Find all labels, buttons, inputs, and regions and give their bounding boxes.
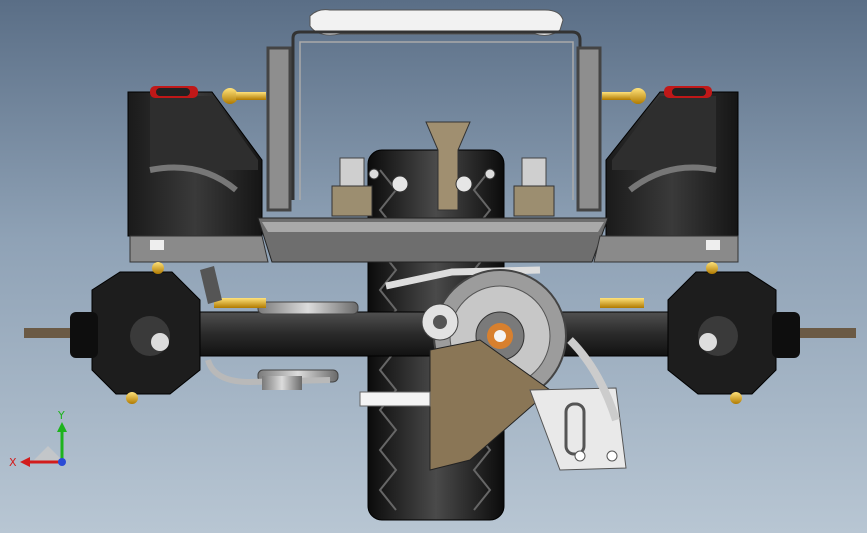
roll-hoop[interactable] [266, 30, 602, 212]
shock-right [513, 157, 555, 217]
ball-stud-left [222, 88, 266, 104]
y-axis-arrowhead [57, 422, 67, 432]
axis-triad: Y X [9, 410, 67, 469]
side-battery-box-left[interactable] [127, 86, 263, 237]
frame-rail-left [129, 235, 269, 263]
side-battery-box-right[interactable] [605, 86, 739, 237]
servo-mount[interactable] [529, 337, 627, 471]
x-axis-label: X [9, 456, 17, 469]
y-axis-label: Y [57, 410, 65, 422]
gear-cover[interactable] [421, 269, 567, 471]
z-axis-dot [58, 458, 66, 466]
frame-rail-right [593, 235, 739, 263]
center-post [425, 121, 471, 211]
top-plate[interactable] [309, 9, 564, 36]
ball-stud-right [602, 88, 646, 104]
lower-bracket-left [200, 266, 431, 407]
x-axis-arrowhead [20, 457, 30, 467]
knuckle-right[interactable] [667, 262, 800, 404]
knuckle-left[interactable] [70, 262, 201, 404]
shock-left [331, 157, 373, 217]
chassis-crossmember[interactable] [257, 168, 609, 263]
